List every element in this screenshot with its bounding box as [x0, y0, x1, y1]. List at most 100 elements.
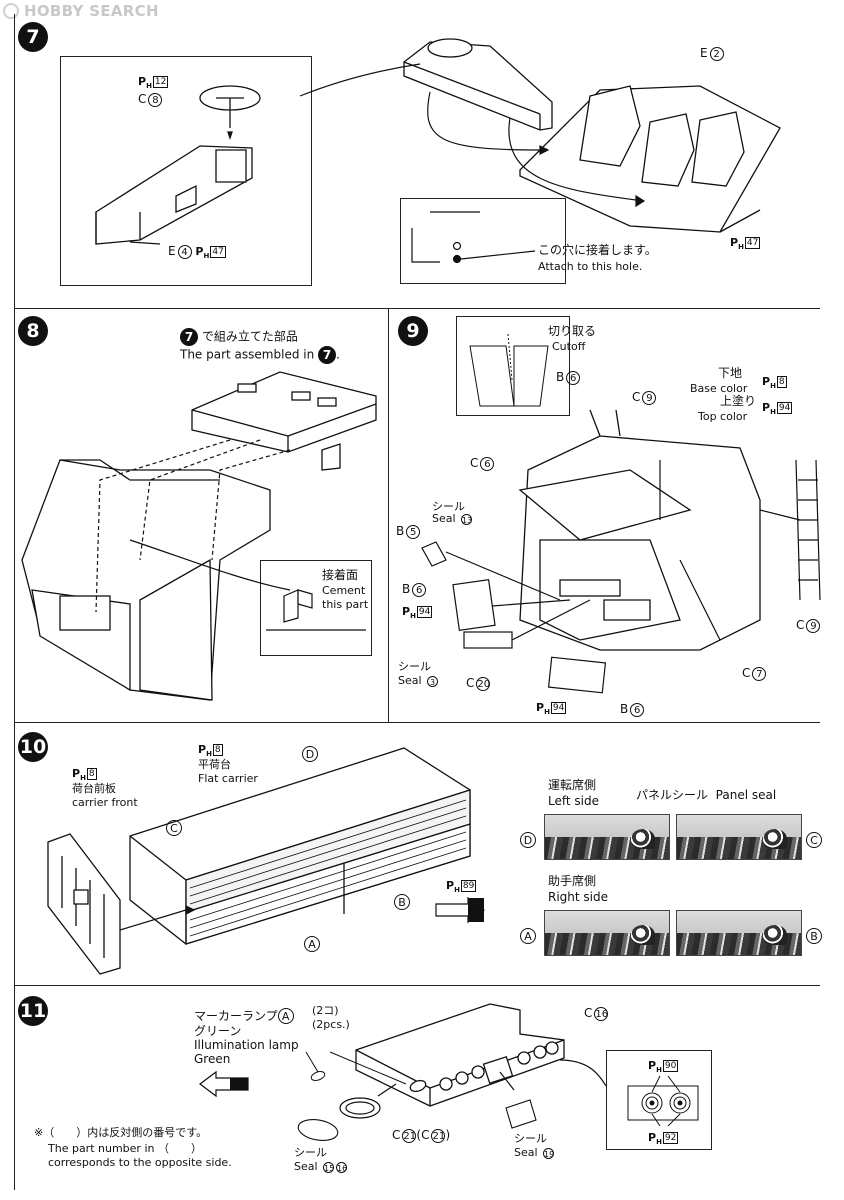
bumper-bar-drawing [355, 1003, 565, 1107]
left-side-en: Left side [548, 794, 599, 808]
cement-label-en1: Cement [322, 584, 366, 597]
step-8-assembled-jp: 7 で組み立てた部品 [180, 328, 298, 346]
floor-assembly-drawing [191, 371, 377, 471]
grille-cutoff-drawing [469, 333, 549, 407]
panel-seal-image-a [544, 910, 670, 956]
base-color-en: Base color [690, 382, 748, 395]
lens-c21-drawing [339, 1097, 381, 1119]
step-7-hole-detail-box [400, 198, 566, 284]
flat-carrier-jp: 平荷台 [198, 758, 231, 771]
divider-10-11 [14, 985, 820, 986]
direction-arrow-icon [435, 896, 485, 924]
grille-b6b-drawing [547, 656, 607, 694]
step-8-assembled-en: The part assembled in 7. [180, 346, 340, 364]
divider-7-8 [14, 308, 820, 309]
base-color-jp: 下地 [718, 366, 743, 380]
note-en2: corresponds to the opposite side. [48, 1156, 232, 1169]
cutoff-label-en: Cutoff [552, 340, 586, 353]
carrier-slats [189, 799, 467, 937]
seal-3-en: Seal 3 [398, 674, 439, 687]
main-dashboard-drawing [403, 38, 553, 131]
hole-detail-drawing [411, 211, 536, 264]
marker-lamp-drawing [305, 1051, 407, 1085]
right-side-jp: 助手席側 [548, 874, 597, 888]
carrier-front-jp: 荷台前板 [72, 782, 116, 795]
cement-label-en2: this part [322, 598, 369, 611]
step-8-arrows [95, 439, 291, 613]
panel-seal-label: パネルシール Panel seal [636, 788, 777, 802]
panel-seal-image-b [676, 910, 802, 956]
top-color-jp: 上塗り [720, 394, 757, 408]
lamp-detail-drawing [627, 1075, 699, 1127]
cement-detail-drawing [266, 589, 366, 631]
panel-seal-image-d [544, 814, 670, 860]
seal-19-drawing [505, 1099, 537, 1129]
seal-3-jp: シール [398, 660, 431, 673]
step-7-arrows [299, 63, 646, 208]
carrier-front-drawing [47, 833, 121, 975]
truck-cab-drawing [518, 409, 761, 651]
seal-13-en: Seal 13 [432, 512, 473, 525]
step-10-arrows [119, 905, 196, 931]
step-11-arrows [377, 1059, 607, 1097]
right-side-en: Right side [548, 890, 608, 904]
seal-13-drawing [421, 541, 447, 567]
green-en: Green [194, 1052, 231, 1066]
panel-row1-left-label: D [520, 832, 536, 848]
flat-carrier-en: Flat carrier [198, 772, 258, 785]
note-en1: The part number in （ ） [48, 1142, 202, 1155]
carrier-part-b: B [394, 894, 410, 910]
note-jp: ※（ ）内は反対側の番号です。 [34, 1126, 208, 1139]
step-9-arrows [445, 460, 801, 641]
step-8-number: 8 [18, 316, 48, 346]
watermark-text: HOBBY SEARCH [24, 2, 159, 20]
grille-b6-drawing [452, 579, 496, 631]
top-color-en: Top color [698, 410, 748, 423]
cab-body-drawing [21, 459, 271, 701]
panel-row2-left-label: A [520, 928, 536, 944]
seal-15-drawing [297, 1119, 339, 1141]
hobby-search-logo-icon [3, 3, 19, 19]
carrier-front-en: carrier front [72, 796, 138, 809]
seal-19-en: Seal 19 [514, 1146, 555, 1159]
carrier-part-c: C [166, 820, 182, 836]
cement-label-jp: 接着面 [322, 568, 359, 582]
attach-note-en: Attach to this hole. [538, 260, 643, 273]
carrier-part-a: A [304, 936, 320, 952]
cab-floor-drawing [519, 85, 781, 233]
marker-count-jp: (2コ) [312, 1004, 339, 1017]
seal-1516-jp: シール [294, 1146, 327, 1159]
step-11-number: 11 [18, 996, 48, 1026]
left-side-jp: 運転席側 [548, 778, 597, 792]
marker-green-jp: グリーン [194, 1024, 242, 1038]
panel-row2-right-label: B [806, 928, 822, 944]
